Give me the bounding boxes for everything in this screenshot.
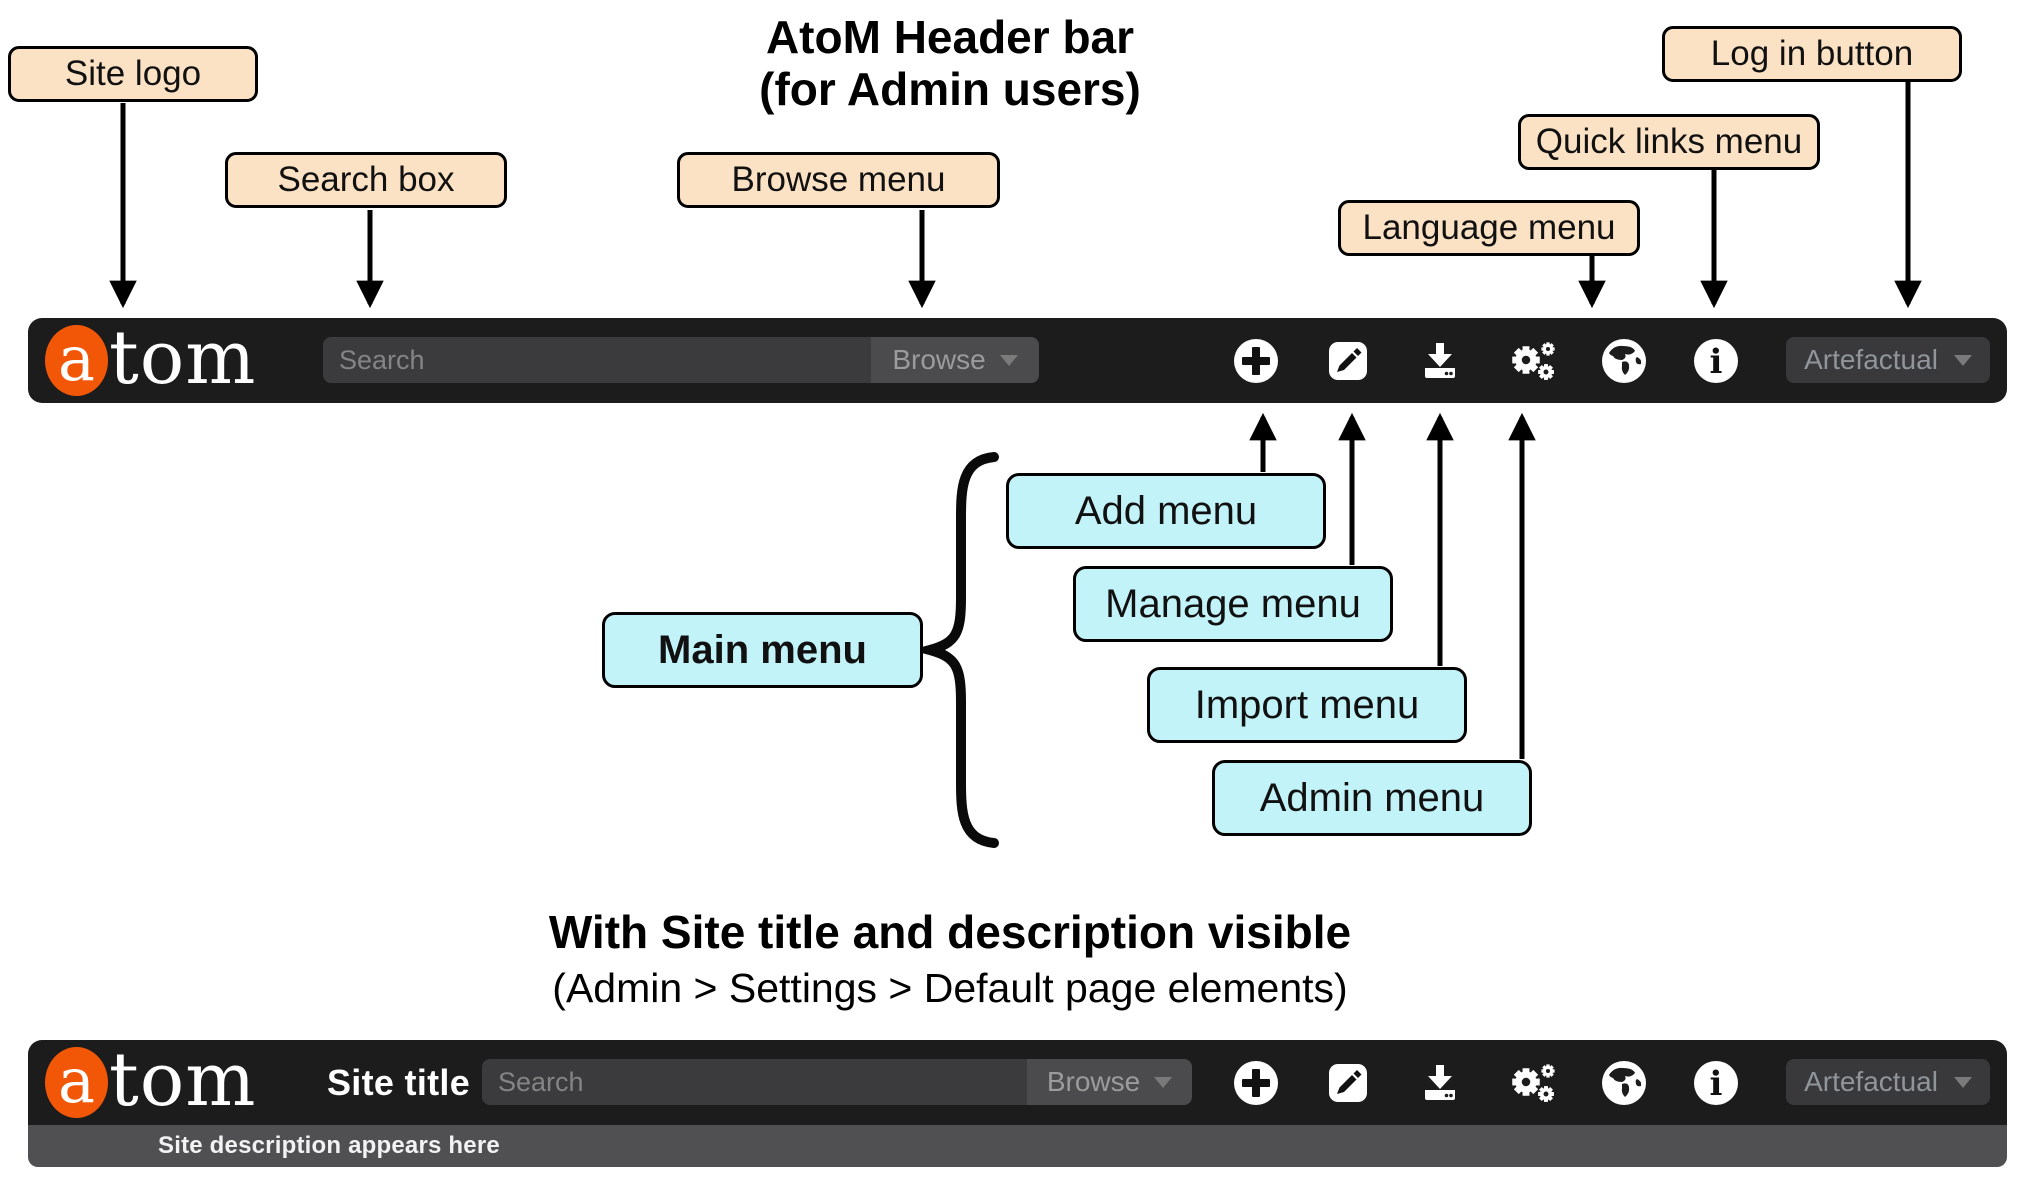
callout-language-menu-label: Language menu: [1362, 208, 1616, 247]
callout-browse-menu-label: Browse menu: [731, 160, 946, 199]
callout-admin-menu: Admin menu: [1212, 760, 1532, 836]
callout-site-logo-label: Site logo: [64, 54, 202, 93]
callout-log-in-button-label: Log in button: [1710, 34, 1914, 73]
site-description-text: Site description appears here: [158, 1132, 500, 1159]
quick-links-info-icon[interactable]: i: [1692, 1059, 1740, 1107]
chevron-down-icon: [1154, 1076, 1173, 1088]
browse-label: Browse: [1046, 1066, 1141, 1097]
site-logo[interactable]: a tom: [45, 1043, 256, 1119]
diagram-title-line1: AtoM Header bar: [765, 11, 1135, 63]
callout-add-menu-label: Add menu: [1074, 488, 1258, 533]
search-box: Browse: [482, 1059, 1192, 1105]
main-menu: i: [1232, 1059, 1740, 1107]
atom-header-bar-with-title: a tom Site title Browse: [28, 1040, 2007, 1125]
callout-import-menu: Import menu: [1147, 667, 1467, 743]
edit-icon[interactable]: [1324, 1059, 1372, 1107]
add-icon[interactable]: [1232, 1059, 1280, 1107]
search-box: Browse: [323, 337, 1039, 383]
chevron-down-icon: [999, 354, 1018, 366]
callout-site-logo: Site logo: [8, 46, 258, 102]
callout-admin-menu-label: Admin menu: [1259, 775, 1485, 820]
callout-import-menu-label: Import menu: [1194, 682, 1420, 727]
curly-brace: [910, 452, 999, 848]
site-title-text: Site title: [327, 1061, 471, 1103]
atom-header-bar: a tom Browse: [28, 318, 2007, 403]
import-icon[interactable]: [1416, 1059, 1464, 1107]
diagram-title-line2: (for Admin users): [759, 63, 1141, 115]
browse-dropdown[interactable]: Browse: [1027, 1059, 1192, 1105]
add-icon[interactable]: [1232, 337, 1280, 385]
log-in-button[interactable]: Artefactual: [1786, 337, 1990, 383]
log-in-button[interactable]: Artefactual: [1786, 1059, 1990, 1105]
site-logo[interactable]: a tom: [45, 321, 256, 397]
import-icon[interactable]: [1416, 337, 1464, 385]
site-description-bar: Site description appears here: [28, 1125, 2007, 1167]
section2-title: With Site title and description visible: [548, 906, 1352, 958]
user-menu-label: Artefactual: [1804, 344, 1938, 375]
main-menu: i: [1232, 337, 1740, 385]
edit-icon[interactable]: [1324, 337, 1372, 385]
svg-text:i: i: [1710, 342, 1723, 382]
svg-text:i: i: [1710, 1064, 1723, 1104]
atom-logo-a-icon: a: [45, 1047, 108, 1118]
callout-manage-menu-label: Manage menu: [1105, 581, 1361, 626]
admin-gears-icon[interactable]: [1508, 337, 1556, 385]
callout-main-menu: Main menu: [602, 612, 923, 688]
quick-links-info-icon[interactable]: i: [1692, 337, 1740, 385]
user-menu-label: Artefactual: [1804, 1066, 1938, 1097]
callout-language-menu: Language menu: [1338, 200, 1640, 256]
section2-subtitle: (Admin > Settings > Default page element…: [552, 965, 1348, 1011]
chevron-down-icon: [1953, 354, 1972, 366]
browse-label: Browse: [892, 344, 986, 375]
browse-dropdown[interactable]: Browse: [871, 337, 1039, 383]
atom-logo-text: tom: [109, 314, 257, 401]
callout-quick-links-menu-label: Quick links menu: [1535, 122, 1803, 161]
callout-manage-menu: Manage menu: [1073, 566, 1393, 642]
chevron-down-icon: [1953, 1076, 1972, 1088]
callout-quick-links-menu: Quick links menu: [1518, 114, 1820, 170]
language-globe-icon[interactable]: [1600, 1059, 1648, 1107]
callout-browse-menu: Browse menu: [677, 152, 1000, 208]
callout-search-box-label: Search box: [277, 160, 455, 199]
callout-add-menu: Add menu: [1006, 473, 1326, 549]
search-input[interactable]: [482, 1059, 1027, 1105]
callout-log-in-button: Log in button: [1662, 26, 1962, 82]
atom-logo-text: tom: [109, 1036, 257, 1123]
callout-search-box: Search box: [225, 152, 507, 208]
language-globe-icon[interactable]: [1600, 337, 1648, 385]
callout-main-menu-label: Main menu: [658, 627, 867, 672]
atom-logo-a-icon: a: [45, 325, 108, 396]
search-input[interactable]: [323, 337, 871, 383]
admin-gears-icon[interactable]: [1508, 1059, 1556, 1107]
